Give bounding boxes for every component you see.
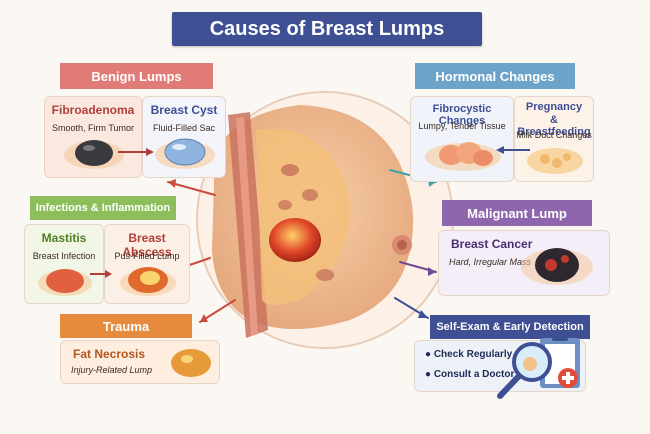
fibrocystic-label: Fibrocystic Changes <box>432 103 492 127</box>
page-title-text: Causes of Breast Lumps <box>209 18 445 40</box>
benign-lumps-banner: Benign Lumps <box>60 63 213 89</box>
check-regularly-item: ● Check Regularly <box>425 349 513 360</box>
fibroadenoma-card: Fibroadenoma Smooth, Firm Tumor <box>44 96 142 178</box>
milk-duct-icon <box>527 148 583 174</box>
tumor-highlight <box>269 218 321 262</box>
fibrocystic-desc: Lumpy, Tender Tissue <box>418 121 506 131</box>
breast-abscess-desc: Pus-Filled Lump <box>114 251 180 261</box>
page-title: Causes of Breast Lumps <box>172 12 482 46</box>
trauma-banner: Trauma <box>60 314 192 338</box>
breast-abscess-label: Breast Abscess <box>122 231 172 259</box>
mastitis-desc: Breast Infection <box>32 251 96 261</box>
pregnancy-label: Pregnancy <box>525 101 583 113</box>
breastfeeding-label: & Breastfeeding <box>517 114 591 138</box>
fat-necrosis-icon <box>171 349 211 377</box>
breast-cyst-icon <box>155 138 215 169</box>
bullet-icon: ● <box>425 369 434 380</box>
infections-banner: Infections & Inflammation <box>30 196 176 220</box>
mastitis-icon <box>38 269 92 296</box>
breast-cancer-label: Breast Cancer <box>451 237 533 251</box>
mastitis-label: Mastitis <box>41 231 87 245</box>
breast-cancer-desc: Hard, Irregular Mass <box>449 257 532 267</box>
cancer-mass-icon <box>521 248 593 285</box>
breast-cyst-desc: Fluid-Filled Sac <box>152 123 216 133</box>
breast-cyst-label: Breast Cyst <box>150 103 218 117</box>
hormonal-banner: Hormonal Changes <box>415 63 575 89</box>
breast-cyst-card: Breast Cyst Fluid-Filled Sac <box>142 96 226 178</box>
breast-abscess-icon <box>120 267 176 296</box>
magnifier-icon <box>497 342 552 399</box>
mastitis-card: Mastitis Breast Infection <box>24 224 104 304</box>
fat-necrosis-card: Fat Necrosis Injury-Related Lump <box>60 340 220 384</box>
fibroadenoma-label: Fibroadenoma <box>51 103 135 117</box>
fat-necrosis-label: Fat Necrosis <box>73 347 146 361</box>
medical-cross-icon <box>558 368 578 388</box>
breast-cancer-card: Breast Cancer Hard, Irregular Mass <box>438 230 610 296</box>
breast-abscess-card: Breast Abscess Pus-Filled Lump <box>104 224 190 304</box>
fibrocystic-card: Fibrocystic Changes Lumpy, Tender Tissue <box>410 96 514 182</box>
fat-necrosis-desc: Injury-Related Lump <box>71 365 153 375</box>
malignant-banner: Malignant Lump <box>442 200 592 226</box>
pregnancy-card: Pregnancy & Breastfeeding Milk Duct Chan… <box>514 96 594 182</box>
fibrocystic-icon <box>425 142 501 171</box>
pregnancy-desc: Milk Duct Changes <box>516 130 592 140</box>
bullet-icon: ● <box>425 349 434 360</box>
consult-doctor-item: ● Consult a Doctor <box>425 369 515 380</box>
fibroadenoma-icon <box>64 140 124 169</box>
fibroadenoma-desc: Smooth, Firm Tumor <box>51 123 134 133</box>
